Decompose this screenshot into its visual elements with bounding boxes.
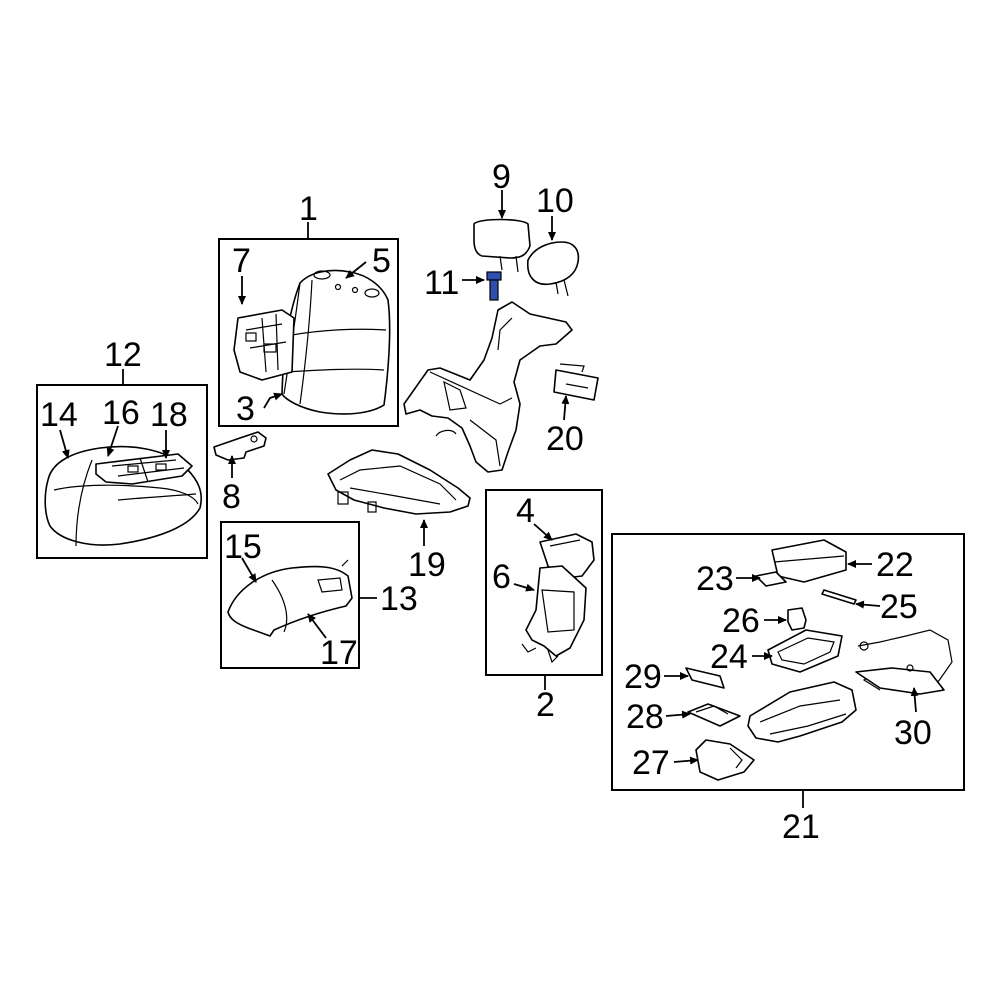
callout-19: 19 bbox=[408, 546, 446, 584]
group-box-12 bbox=[36, 384, 208, 559]
small-insert-part-29 bbox=[685, 667, 725, 689]
seat-cushion-pad-part bbox=[95, 453, 193, 485]
wire-harness-part-30 bbox=[855, 629, 953, 695]
callout-24: 24 bbox=[710, 638, 748, 676]
leader-arrows bbox=[59, 190, 919, 765]
callout-13: 13 bbox=[380, 580, 418, 618]
console-lid-part-22 bbox=[771, 539, 847, 583]
bin-part-27 bbox=[695, 739, 755, 781]
callout-8: 8 bbox=[222, 478, 241, 516]
side-bolster-part bbox=[227, 559, 353, 637]
group-box-21 bbox=[611, 533, 965, 791]
console-base-part bbox=[747, 681, 857, 743]
seat-back-cover-part bbox=[281, 269, 391, 415]
callout-27: 27 bbox=[632, 744, 670, 782]
group-box-13 bbox=[220, 521, 360, 669]
callout-14: 14 bbox=[40, 396, 78, 434]
callout-2: 2 bbox=[536, 686, 555, 724]
armrest-frame-part-6 bbox=[521, 565, 587, 664]
trim-strip-part-25 bbox=[821, 589, 857, 605]
callout-5: 5 bbox=[372, 242, 391, 280]
latch-part-26 bbox=[787, 607, 807, 631]
callout-30: 30 bbox=[894, 714, 932, 752]
callout-15: 15 bbox=[224, 528, 262, 566]
headrest-part-10 bbox=[526, 241, 580, 297]
callout-9: 9 bbox=[492, 158, 511, 196]
headrest-guide-part-11 bbox=[486, 271, 502, 301]
group-box-2 bbox=[485, 489, 603, 676]
callout-29: 29 bbox=[624, 658, 662, 696]
callout-10: 10 bbox=[536, 182, 574, 220]
callout-17: 17 bbox=[320, 634, 358, 672]
callout-7: 7 bbox=[232, 242, 251, 280]
callout-11: 11 bbox=[424, 264, 459, 302]
callout-21: 21 bbox=[782, 808, 820, 846]
bracket-part-20 bbox=[553, 363, 599, 401]
callout-6: 6 bbox=[492, 558, 511, 596]
callout-1: 1 bbox=[299, 190, 318, 228]
storage-tray-part-24 bbox=[767, 629, 843, 673]
seat-back-bracket-part-8 bbox=[213, 431, 267, 461]
callout-20: 20 bbox=[546, 420, 584, 458]
callout-4: 4 bbox=[516, 492, 535, 530]
callout-labels: 1 2 3 4 5 6 7 8 9 10 11 12 13 14 15 16 1… bbox=[40, 158, 932, 846]
callout-3: 3 bbox=[236, 390, 255, 428]
callout-23: 23 bbox=[696, 560, 734, 598]
callout-16: 16 bbox=[102, 394, 140, 432]
callout-18: 18 bbox=[150, 396, 188, 434]
callout-12: 12 bbox=[104, 336, 142, 374]
callout-26: 26 bbox=[722, 602, 760, 640]
seat-back-pad-part bbox=[233, 309, 295, 381]
headrest-part-9 bbox=[473, 218, 531, 273]
hinge-part-23 bbox=[755, 571, 787, 587]
callout-25: 25 bbox=[880, 588, 918, 626]
callout-22: 22 bbox=[876, 546, 914, 584]
seat-frame-part bbox=[327, 301, 573, 515]
cup-holder-part-28 bbox=[687, 703, 741, 727]
callout-28: 28 bbox=[626, 698, 664, 736]
